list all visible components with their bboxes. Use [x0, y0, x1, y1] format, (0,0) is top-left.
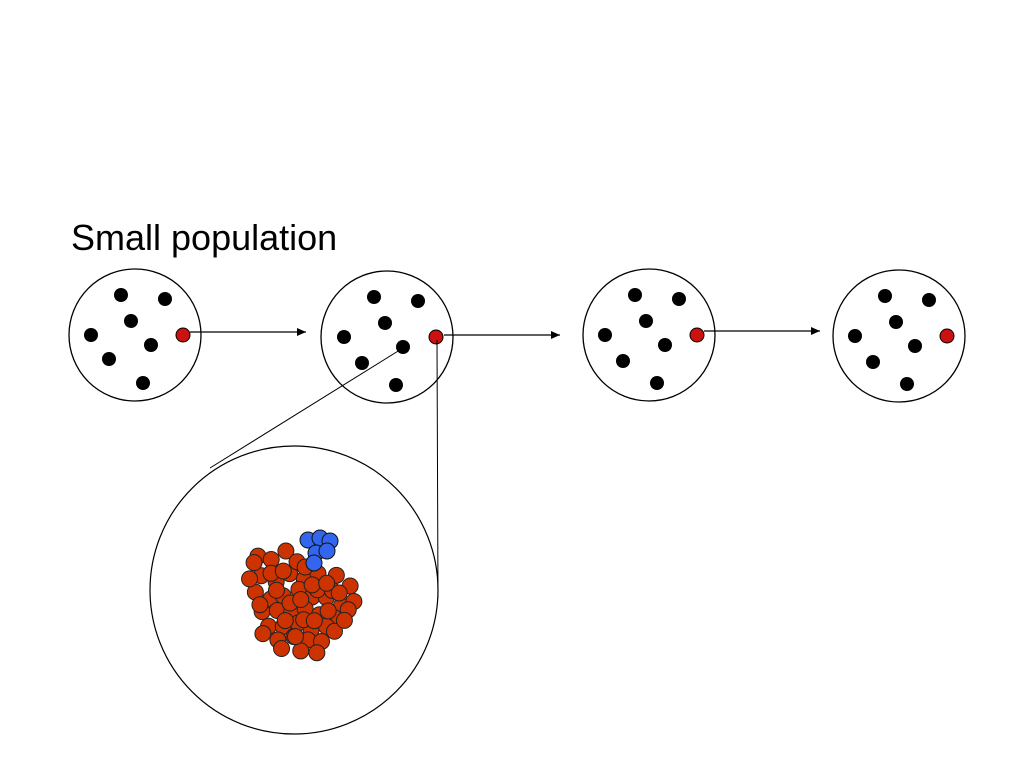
population-3 [582, 268, 716, 402]
red-cell [274, 562, 292, 580]
blue-cell [318, 542, 336, 560]
mutant-dot [689, 327, 705, 343]
individual-dot [658, 338, 672, 352]
population-2 [320, 270, 454, 404]
individual-dot [598, 328, 612, 342]
individual-dot [616, 354, 630, 368]
red-cell [241, 570, 259, 588]
individual-dot [378, 316, 392, 330]
blue-cell [305, 554, 323, 572]
red-cell [318, 574, 336, 592]
zoom-inset-group [149, 339, 439, 735]
individual-dot [639, 314, 653, 328]
red-cell [305, 612, 323, 630]
individual-dot [922, 293, 936, 307]
population-boundary [832, 269, 966, 403]
population-4 [832, 269, 966, 403]
mutant-dot [939, 328, 955, 344]
red-cell [245, 554, 263, 572]
red-cell [277, 542, 295, 560]
individual-dot [367, 290, 381, 304]
population-boundary [68, 268, 202, 402]
red-cell [267, 581, 285, 599]
red-cell [292, 591, 310, 609]
red-cell-cluster [241, 542, 363, 662]
zoom-connector [436, 339, 439, 599]
arrows-group [190, 327, 820, 339]
red-cell [335, 611, 353, 629]
red-cell [303, 576, 321, 594]
zoom-connector [209, 347, 404, 469]
individual-dot [900, 377, 914, 391]
red-cell [254, 625, 272, 643]
red-cell [325, 622, 343, 640]
red-cell [292, 642, 310, 660]
individual-dot [355, 356, 369, 370]
individual-dot [389, 378, 403, 392]
individual-dot [908, 339, 922, 353]
individual-dot [114, 288, 128, 302]
individual-dot [158, 292, 172, 306]
individual-dot [136, 376, 150, 390]
red-cell [319, 602, 337, 620]
red-cell [276, 612, 294, 630]
red-cell [286, 628, 304, 646]
individual-dot [889, 315, 903, 329]
individual-dot [848, 329, 862, 343]
individual-dot [411, 294, 425, 308]
population-boundary [320, 270, 454, 404]
individual-dot [144, 338, 158, 352]
individual-dot [866, 355, 880, 369]
individual-dot [650, 376, 664, 390]
red-cell [251, 596, 269, 614]
populations-group [68, 268, 966, 404]
individual-dot [337, 330, 351, 344]
blue-cell-cluster [299, 529, 339, 572]
red-cell [308, 644, 326, 662]
population-boundary [582, 268, 716, 402]
individual-dot [124, 314, 138, 328]
red-cell [273, 640, 291, 658]
mutant-dot [428, 329, 444, 345]
individual-dot [878, 289, 892, 303]
mutant-dot [175, 327, 191, 343]
population-1 [68, 268, 202, 402]
page-title: Small population [71, 217, 338, 258]
red-cell [330, 584, 348, 602]
zoom-inset-circle [149, 445, 439, 735]
individual-dot [84, 328, 98, 342]
individual-dot [102, 352, 116, 366]
individual-dot [628, 288, 642, 302]
individual-dot [396, 340, 410, 354]
individual-dot [672, 292, 686, 306]
